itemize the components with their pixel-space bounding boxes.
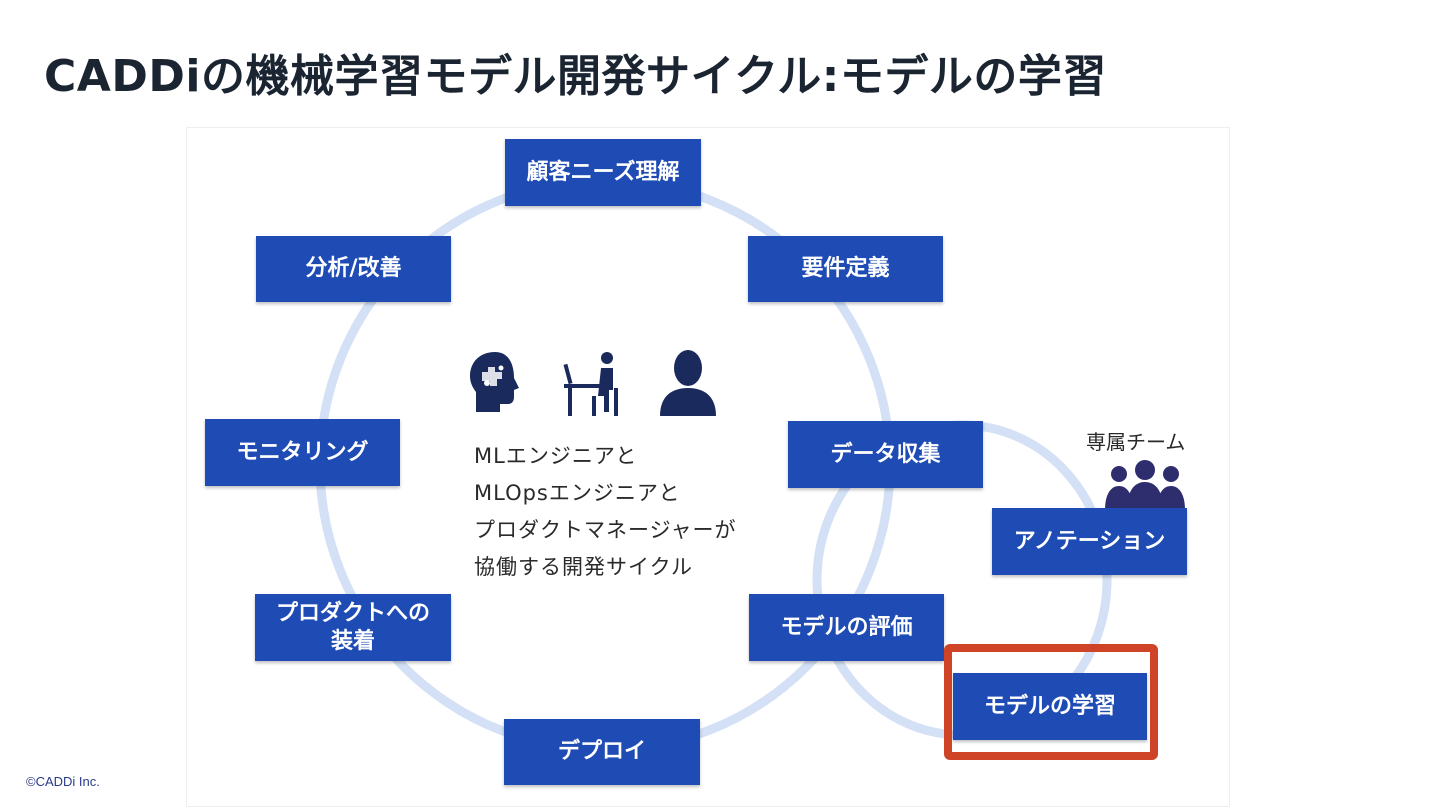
- team-label: 専属チーム: [1086, 430, 1186, 454]
- current-step-highlight: [944, 644, 1158, 760]
- step-analysis: 分析/改善: [256, 236, 451, 302]
- person-at-desk-icon: [563, 352, 618, 416]
- step-requirements: 要件定義: [748, 236, 943, 302]
- step-monitoring: モニタリング: [205, 419, 400, 486]
- step-model-training: モデルの学習: [953, 673, 1147, 740]
- brain-head-icon: [470, 352, 519, 412]
- description-line: MLOpsエンジニアと: [474, 481, 681, 505]
- slide-title: CADDiの機械学習モデル開発サイクル:モデルの学習: [44, 51, 1107, 102]
- description-line: MLエンジニアと: [474, 444, 638, 468]
- step-customer-needs: 顧客ニーズ理解: [505, 139, 701, 206]
- copyright-text: ©CADDi Inc.: [26, 774, 100, 789]
- step-model-evaluation: モデルの評価: [749, 594, 944, 661]
- cycle-description: MLエンジニアと MLOpsエンジニアと プロダクトマネージャーが 協働する開発…: [474, 438, 737, 586]
- step-data-collection: データ収集: [788, 421, 983, 488]
- person-icon: [660, 350, 716, 416]
- team-icon: [1105, 460, 1185, 510]
- description-line: プロダクトマネージャーが: [474, 518, 737, 542]
- step-product-integration: プロダクトへの 装着: [255, 594, 451, 661]
- step-deploy: デプロイ: [504, 719, 700, 785]
- description-line: 協働する開発サイクル: [474, 555, 693, 579]
- step-annotation: アノテーション: [992, 508, 1187, 575]
